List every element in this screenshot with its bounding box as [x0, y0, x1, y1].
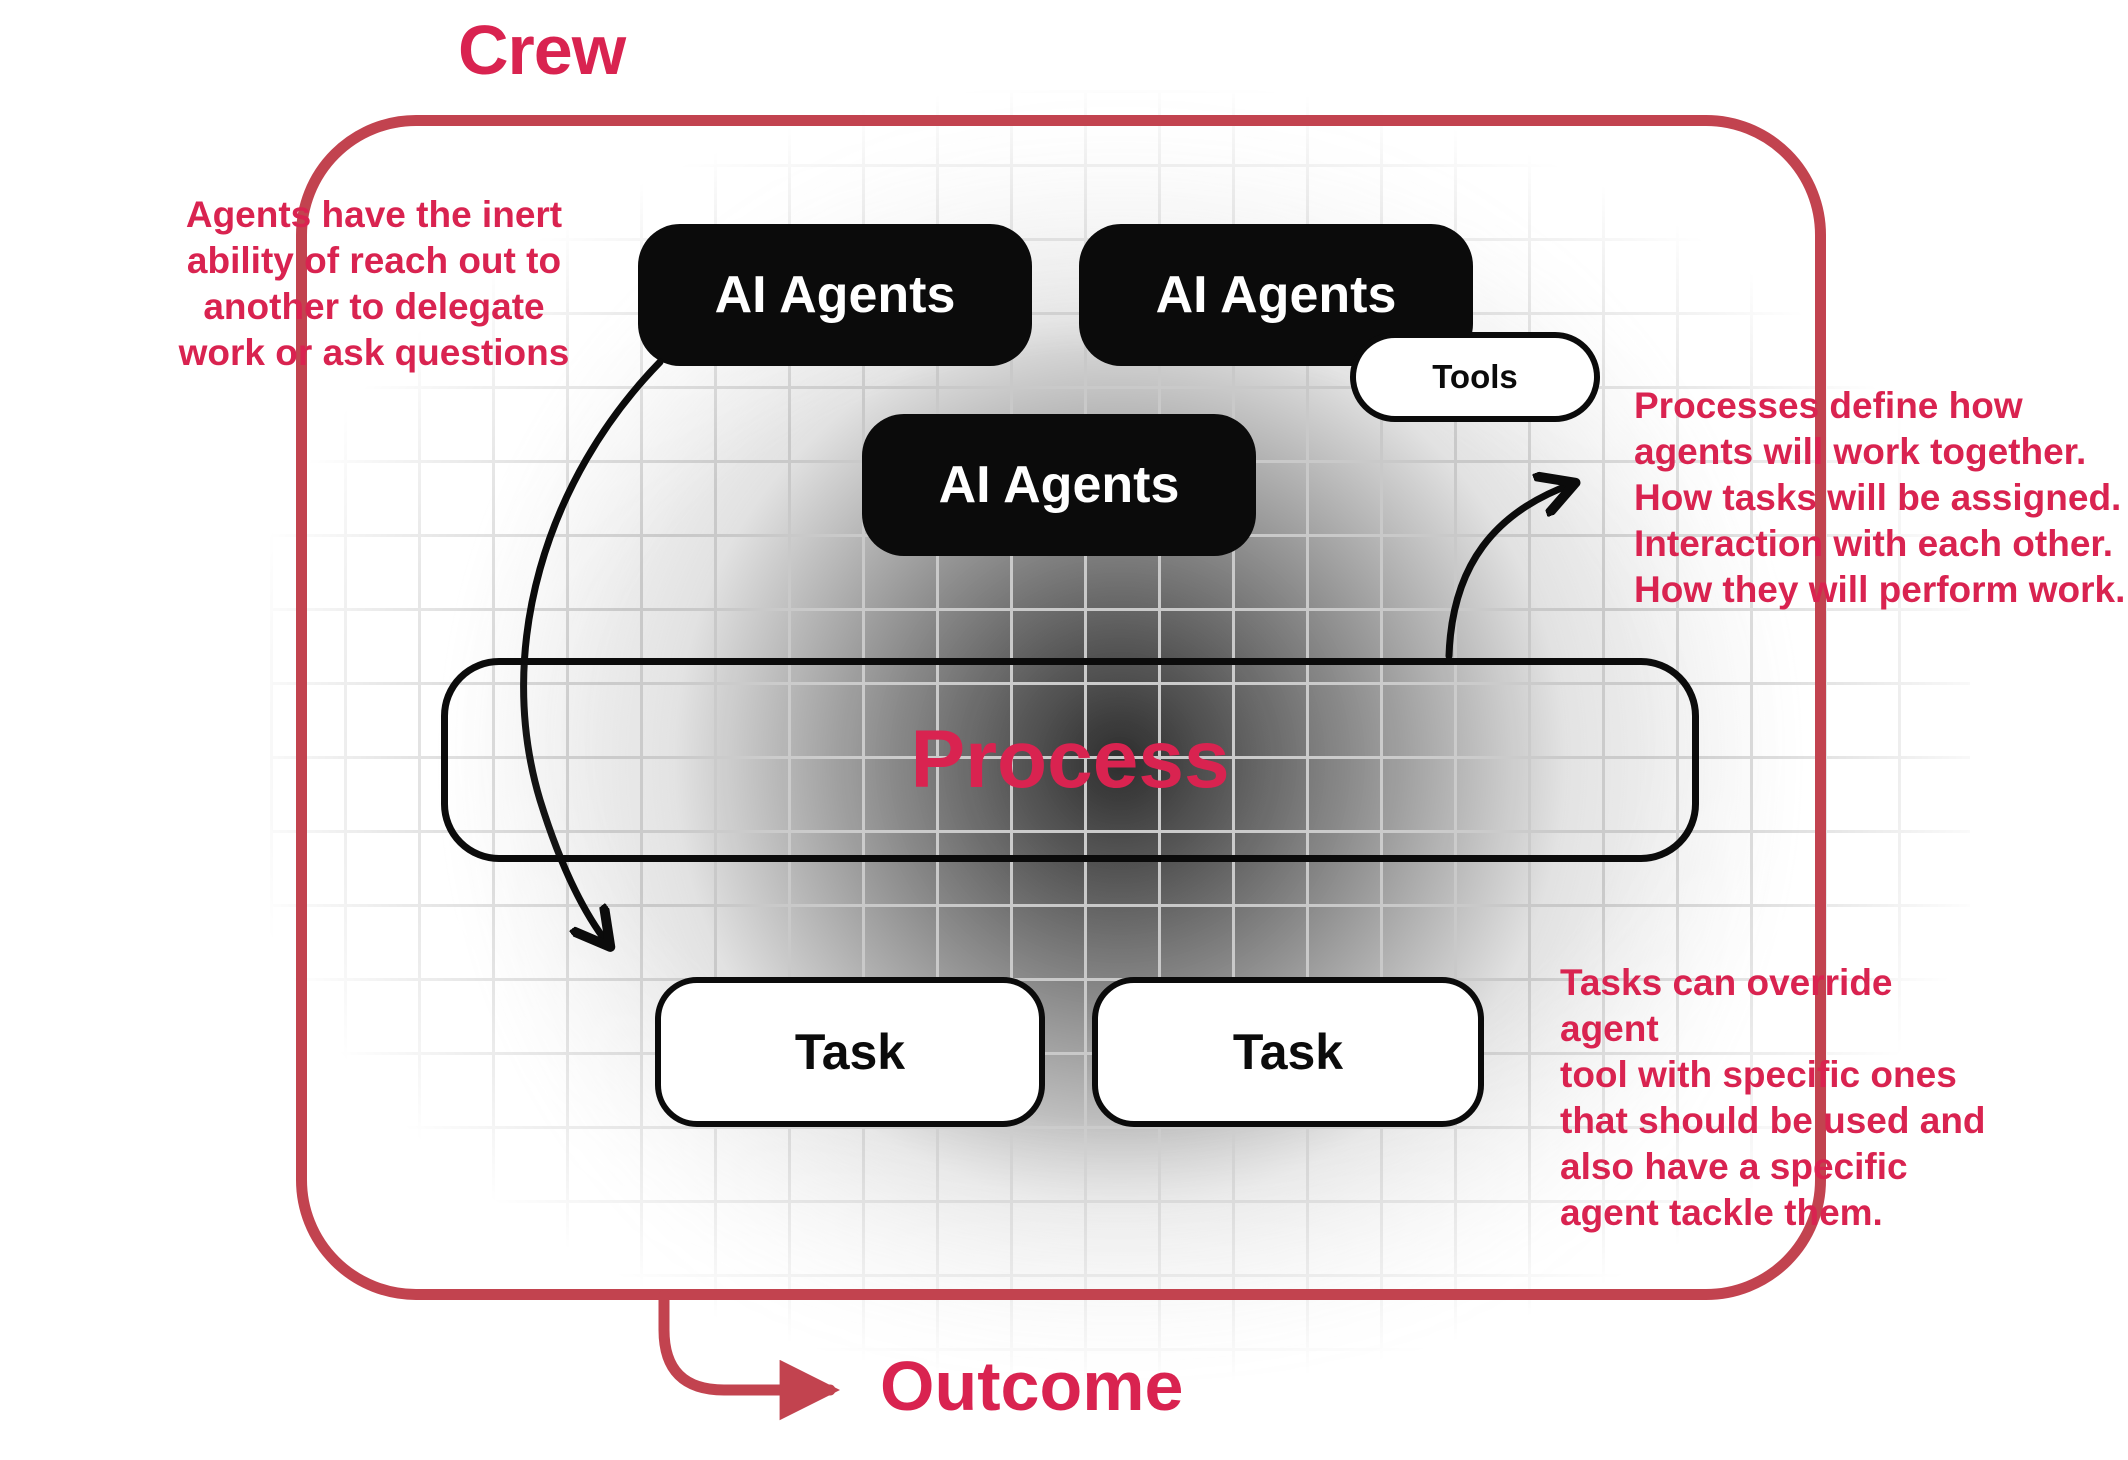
tools-label: Tools [1432, 358, 1518, 395]
arrow-delegate [520, 358, 664, 944]
crew-boundary [296, 115, 1826, 1300]
crew-title: Crew [458, 11, 626, 89]
task-box-2: Task [1092, 977, 1484, 1127]
process-box: Process [441, 658, 1699, 862]
task-label-2: Task [1232, 1024, 1344, 1080]
arrow-outcome [658, 1290, 841, 1421]
tools-badge: Tools [1350, 332, 1600, 422]
process-label: Process [910, 714, 1230, 805]
outcome-title: Outcome [880, 1347, 1184, 1425]
task-label-1: Task [794, 1024, 906, 1080]
task-box-1: Task [655, 977, 1045, 1127]
delegate-annotation: Agents have the inert ability of reach o… [178, 194, 570, 373]
arrow-process-note [1445, 484, 1572, 660]
task-annotation: Tasks can override agent tool with speci… [1560, 962, 1986, 1233]
process-annotation: Processes define how agents will work to… [1634, 385, 2126, 610]
